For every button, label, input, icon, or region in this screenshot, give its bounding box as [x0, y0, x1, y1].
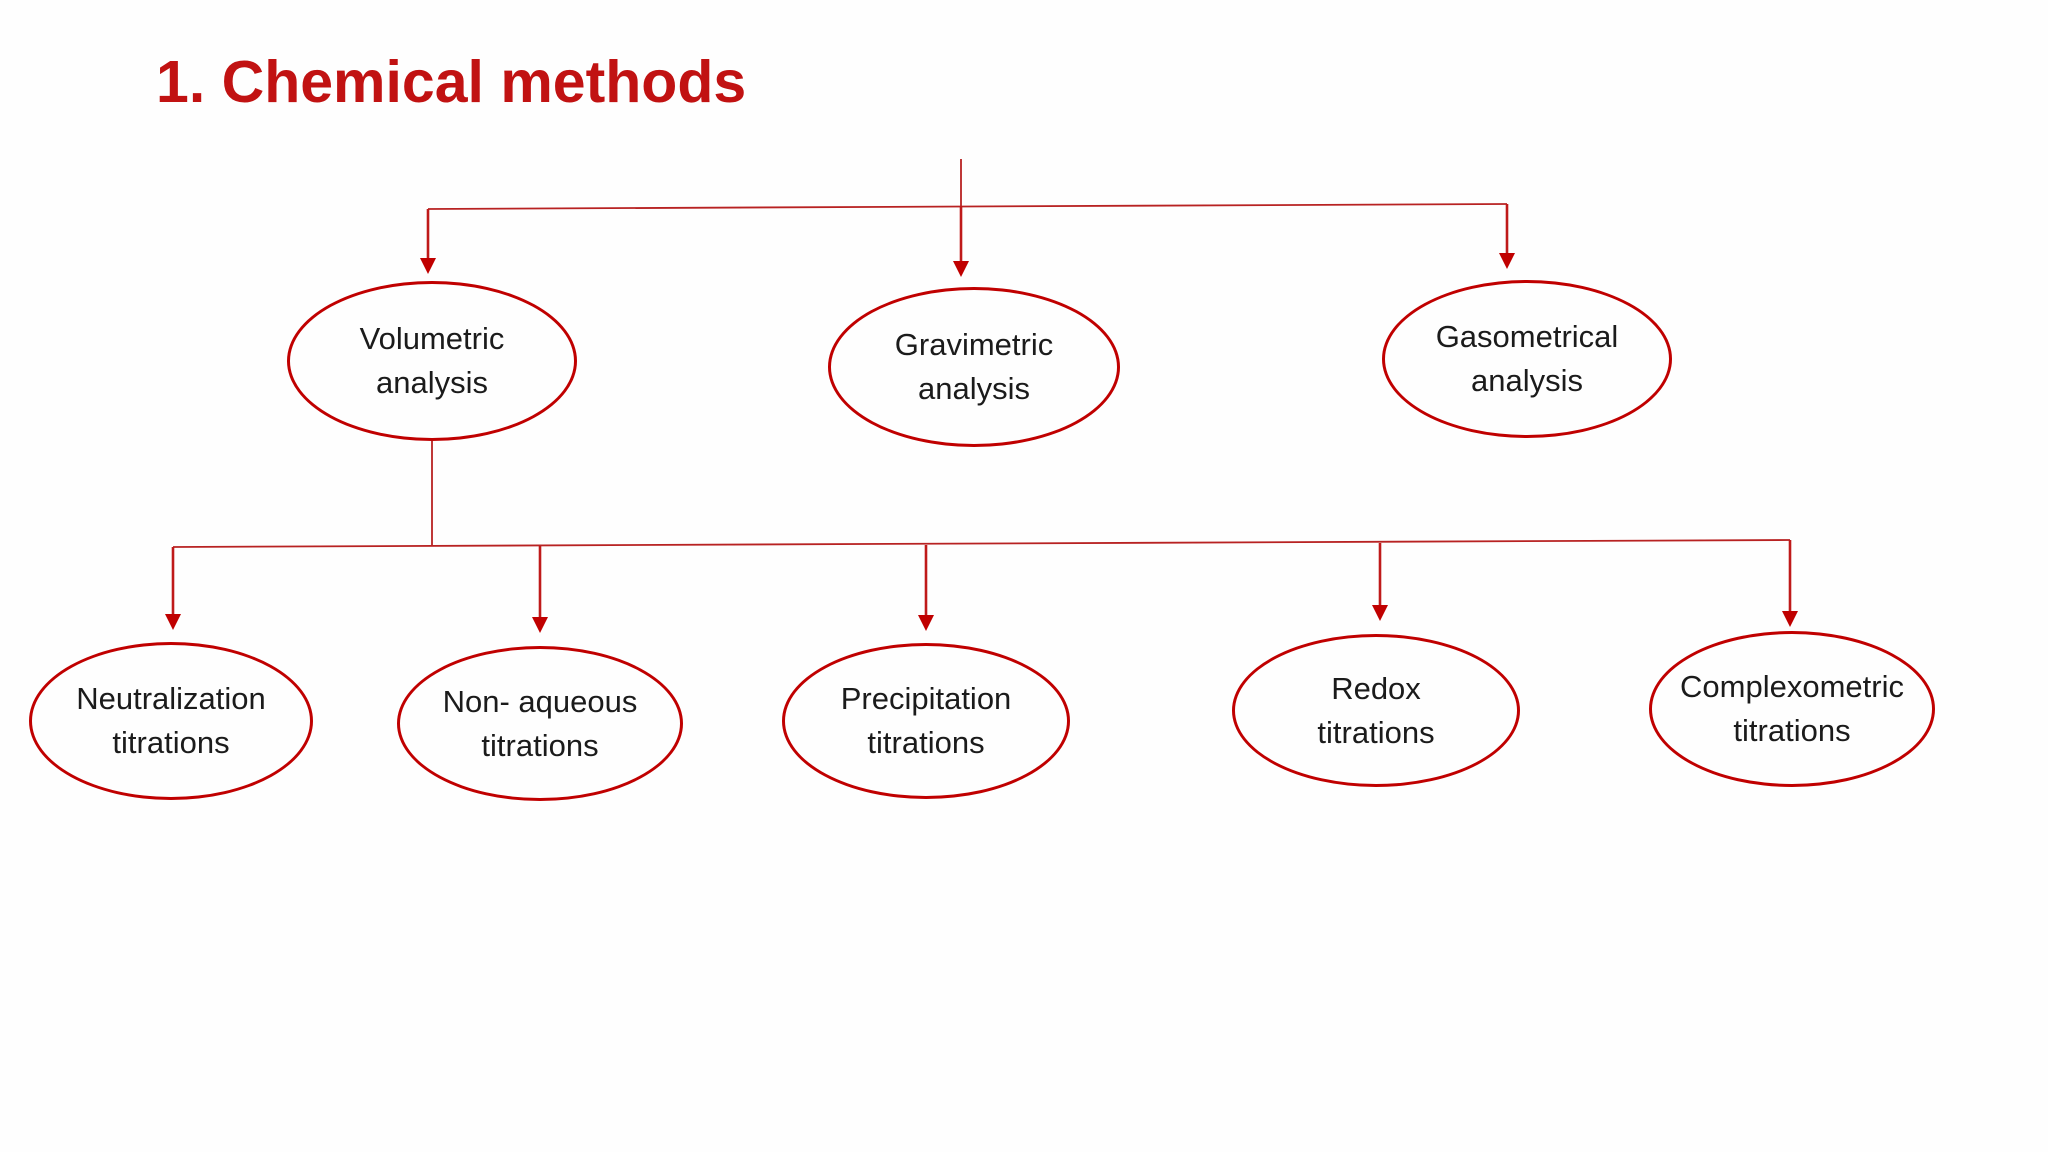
- node-neutralization-titrations: Neutralization titrations: [29, 642, 313, 800]
- node-gasometrical-analysis: Gasometrical analysis: [1382, 280, 1672, 438]
- node-non-aqueous-titrations: Non- aqueous titrations: [397, 646, 683, 801]
- connector-arrow-gravimetric: [953, 206, 969, 277]
- arrow-down-icon: [1499, 253, 1515, 269]
- node-label: Redox titrations: [1317, 670, 1435, 750]
- arrow-down-icon: [532, 617, 548, 633]
- page-title: 1. Chemical methods: [156, 49, 747, 115]
- node-gravimetric-analysis: Gravimetric analysis: [828, 287, 1120, 447]
- arrow-down-icon: [165, 614, 181, 630]
- connector-arrow-precipitation: [918, 545, 934, 631]
- level1-connector: [420, 159, 1515, 277]
- node-label: Non- aqueous titrations: [442, 683, 638, 763]
- node-complexometric-titrations: Complexometric titrations: [1649, 631, 1935, 787]
- node-label: Neutralization titrations: [76, 681, 266, 760]
- node-label: Complexometric titrations: [1680, 669, 1904, 748]
- node-precipitation-titrations: Precipitation titrations: [782, 643, 1070, 799]
- level2-connector: [165, 441, 1798, 633]
- node-label: Gravimetric analysis: [894, 327, 1054, 406]
- connector-arrow-gasometrical: [1499, 204, 1515, 269]
- arrow-down-icon: [1782, 611, 1798, 627]
- node-label: Volumetric analysis: [359, 321, 505, 400]
- arrow-down-icon: [420, 258, 436, 274]
- node-label: Precipitation titrations: [840, 681, 1012, 760]
- arrow-down-icon: [953, 261, 969, 277]
- connector-arrow-redox: [1372, 543, 1388, 621]
- node-label: Gasometrical analysis: [1435, 319, 1619, 398]
- node-volumetric-analysis: Volumetric analysis: [287, 281, 577, 441]
- connector-arrow-non-aqueous: [532, 546, 548, 633]
- node-redox-titrations: Redox titrations: [1232, 634, 1520, 787]
- connector-arrow-volumetric: [420, 209, 436, 274]
- arrow-down-icon: [1372, 605, 1388, 621]
- connector-arrow-complexometric: [1782, 540, 1798, 627]
- arrow-down-icon: [918, 615, 934, 631]
- connector-arrow-neutralization: [165, 547, 181, 630]
